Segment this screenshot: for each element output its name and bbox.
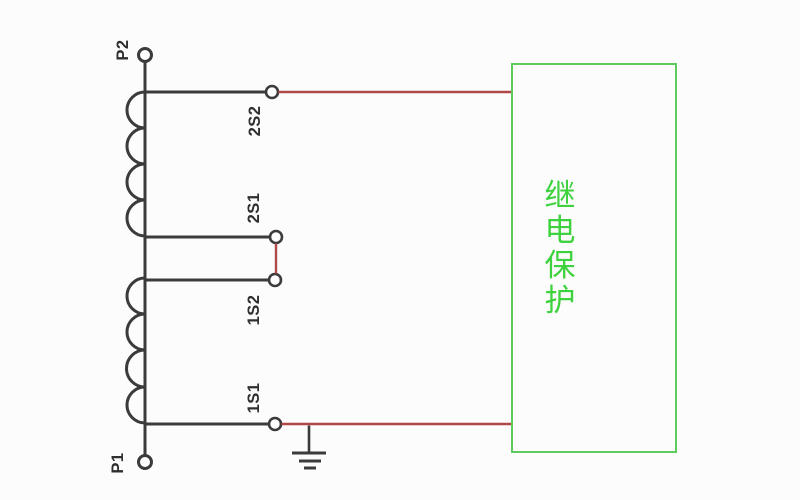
terminal-labels: P2 P1 2S2 2S1 1S2 1S1 bbox=[109, 39, 264, 473]
label-p1: P1 bbox=[109, 452, 127, 473]
winding-coil-secondary2 bbox=[125, 90, 146, 238]
terminal-p2 bbox=[137, 47, 153, 63]
label-1s1: 1S1 bbox=[245, 383, 263, 414]
terminal-1s2 bbox=[267, 272, 283, 288]
relay-box-label: 继 电 保 护 bbox=[545, 178, 576, 318]
label-1s2: 1S2 bbox=[245, 295, 263, 326]
winding-coil-secondary1 bbox=[125, 276, 146, 425]
terminal-1s1 bbox=[267, 416, 283, 432]
terminal-2s2 bbox=[264, 84, 280, 100]
terminal-2s1 bbox=[268, 229, 284, 245]
relay-label-char-2: 电 bbox=[545, 213, 576, 248]
label-p2: P2 bbox=[114, 39, 132, 60]
relay-protection-box bbox=[511, 63, 677, 453]
relay-label-char-1: 继 bbox=[545, 178, 576, 213]
black-conductor-group bbox=[125, 47, 326, 470]
label-2s1: 2S1 bbox=[245, 193, 263, 224]
terminal-p1 bbox=[137, 454, 153, 470]
red-wire-group bbox=[274, 90, 512, 426]
relay-label-char-3: 保 bbox=[545, 248, 576, 283]
ground-icon bbox=[292, 425, 326, 470]
relay-label-char-4: 护 bbox=[545, 283, 576, 318]
label-2s2: 2S2 bbox=[246, 106, 264, 137]
